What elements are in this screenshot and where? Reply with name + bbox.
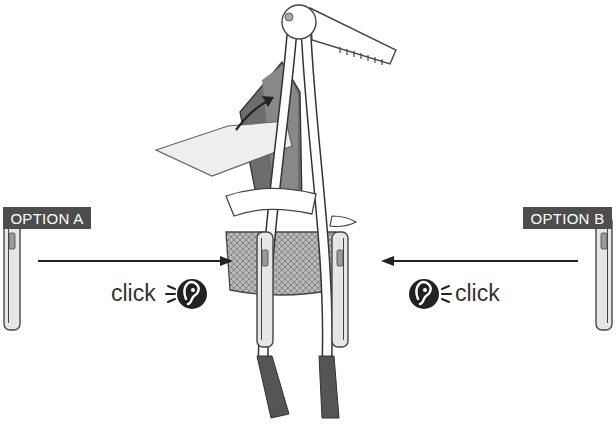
option-banner: OPTION B [523,207,612,229]
sound-label: click [110,282,157,305]
option-label: OPTION B [530,211,604,226]
sound-label: click [454,282,501,305]
option-banner: OPTION A [3,207,91,229]
option-label: OPTION A [10,211,83,226]
